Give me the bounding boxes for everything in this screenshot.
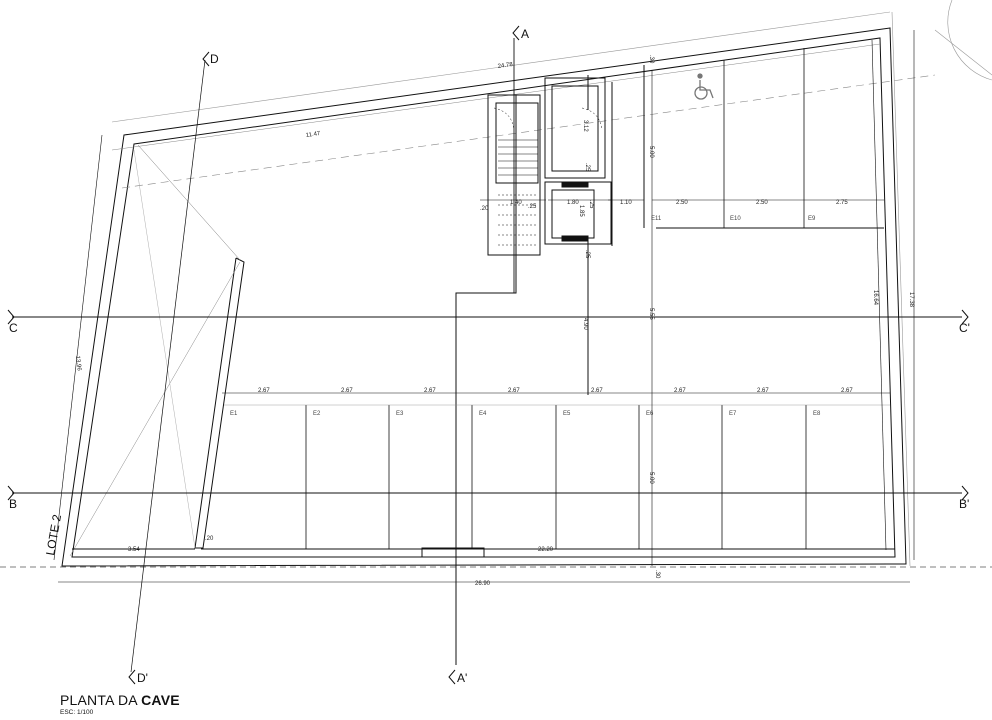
drawing-title: PLANTA DA CAVE <box>60 692 180 708</box>
svg-text:2.67: 2.67 <box>424 388 436 394</box>
svg-text:2.67: 2.67 <box>841 388 853 394</box>
ramp-line <box>133 149 196 549</box>
section-marker-c-prime <box>961 309 969 325</box>
svg-text:1.85: 1.85 <box>578 205 584 217</box>
section-label-d: D <box>210 52 219 66</box>
svg-text:5.55: 5.55 <box>648 308 654 320</box>
svg-text:.25: .25 <box>584 163 590 172</box>
section-label-c: C <box>9 321 18 335</box>
svg-text:2.67: 2.67 <box>591 388 603 394</box>
svg-text:3.54: 3.54 <box>128 547 140 553</box>
ramp-wall <box>194 257 245 549</box>
parking-space-label: E11 <box>651 216 662 222</box>
service-room-inner <box>551 85 599 172</box>
wheelchair-icon <box>694 73 714 100</box>
lote-label: LOTE 2 <box>43 513 64 556</box>
plot-boundary-line <box>111 11 891 123</box>
section-label-d-prime: D' <box>137 671 148 685</box>
section-label-b-prime: B' <box>959 497 969 511</box>
svg-text:2.67: 2.67 <box>674 388 686 394</box>
section-label-a-prime: A' <box>457 671 467 685</box>
parking-space-label: E2 <box>313 411 321 417</box>
svg-text:1.10: 1.10 <box>620 200 632 206</box>
svg-text:2.67: 2.67 <box>508 388 520 394</box>
svg-text:4.90: 4.90 <box>582 318 588 330</box>
exterior-wall-inner <box>71 37 896 558</box>
svg-text:13.96: 13.96 <box>74 356 82 372</box>
svg-text:.25: .25 <box>588 200 594 209</box>
section-marker-b-prime <box>961 485 969 501</box>
dimension-lines <box>53 30 915 583</box>
drain-grate <box>421 547 485 558</box>
section-line-d <box>130 59 206 673</box>
svg-text:1.40: 1.40 <box>510 200 522 206</box>
svg-text:5.00: 5.00 <box>648 146 654 158</box>
svg-text:11.47: 11.47 <box>305 131 321 139</box>
section-label-c-prime: C' <box>959 321 970 335</box>
north-arrow-arc <box>947 0 992 81</box>
parking-space-label: E1 <box>230 411 238 417</box>
svg-text:2.50: 2.50 <box>756 200 768 206</box>
svg-text:24.78: 24.78 <box>497 62 513 70</box>
ramp-line <box>69 261 241 557</box>
svg-text:.30: .30 <box>654 570 660 579</box>
svg-text:2.75: 2.75 <box>836 200 848 206</box>
plot-boundary-line <box>891 11 911 567</box>
svg-text:.30: .30 <box>648 55 654 64</box>
section-marker-b <box>7 485 15 501</box>
svg-text:.25: .25 <box>584 250 590 259</box>
section-marker-c <box>7 309 15 325</box>
parking-dividers <box>224 404 890 549</box>
drawing-title-block: PLANTA DA CAVE ESC: 1/100 <box>60 692 180 716</box>
section-marker-a-prime <box>448 669 456 685</box>
section-marker-a <box>512 25 520 41</box>
svg-text:3.12: 3.12 <box>582 120 588 132</box>
drawing-scale: ESC: 1/100 <box>60 709 94 716</box>
door-swing <box>581 107 603 131</box>
exterior-wall-outer <box>61 27 907 567</box>
lift-core <box>544 181 612 245</box>
parking-space-label: E8 <box>813 411 821 417</box>
service-room <box>544 77 606 179</box>
parking-space-label: E10 <box>730 216 741 222</box>
section-marker-d <box>202 51 210 67</box>
section-marker-d-prime <box>128 669 136 685</box>
svg-text:26.90: 26.90 <box>475 581 491 587</box>
section-label-a: A <box>521 27 529 41</box>
lift-door <box>561 235 589 242</box>
svg-text:.20: .20 <box>480 206 489 212</box>
parking-space-label: E5 <box>563 411 571 417</box>
svg-text:17.38: 17.38 <box>908 292 914 308</box>
parking-space-label: E9 <box>808 216 816 222</box>
svg-text:1.80: 1.80 <box>567 200 579 206</box>
lift-door <box>561 181 589 188</box>
stair-core-inner <box>495 102 539 184</box>
dashed-reference-line <box>121 74 936 189</box>
wall-line <box>455 95 517 665</box>
door-swing <box>493 107 515 131</box>
svg-text:.25: .25 <box>528 204 537 210</box>
stair-treads <box>498 139 538 246</box>
north-arrow-line <box>934 29 992 76</box>
parking-space-label: E6 <box>646 411 654 417</box>
svg-text:2.50: 2.50 <box>676 200 688 206</box>
ramp-line <box>137 144 241 261</box>
svg-text:2.67: 2.67 <box>757 388 769 394</box>
svg-text:2.67: 2.67 <box>258 388 270 394</box>
svg-text:.20: .20 <box>205 536 214 542</box>
dimension-texts: 24.78 11.47 13.96 17.38 16.64 26.90 22.2… <box>74 55 914 587</box>
svg-text:22.20: 22.20 <box>538 547 554 553</box>
svg-text:5.00: 5.00 <box>648 472 654 484</box>
svg-text:2.67: 2.67 <box>341 388 353 394</box>
lift-core-inner <box>551 189 595 239</box>
parking-space-label: E4 <box>479 411 487 417</box>
parking-space-label: E3 <box>396 411 404 417</box>
parking-space-label: E7 <box>729 411 737 417</box>
svg-text:16.64: 16.64 <box>872 290 878 306</box>
section-label-b: B <box>9 497 17 511</box>
dashed-reference-line <box>111 43 881 151</box>
